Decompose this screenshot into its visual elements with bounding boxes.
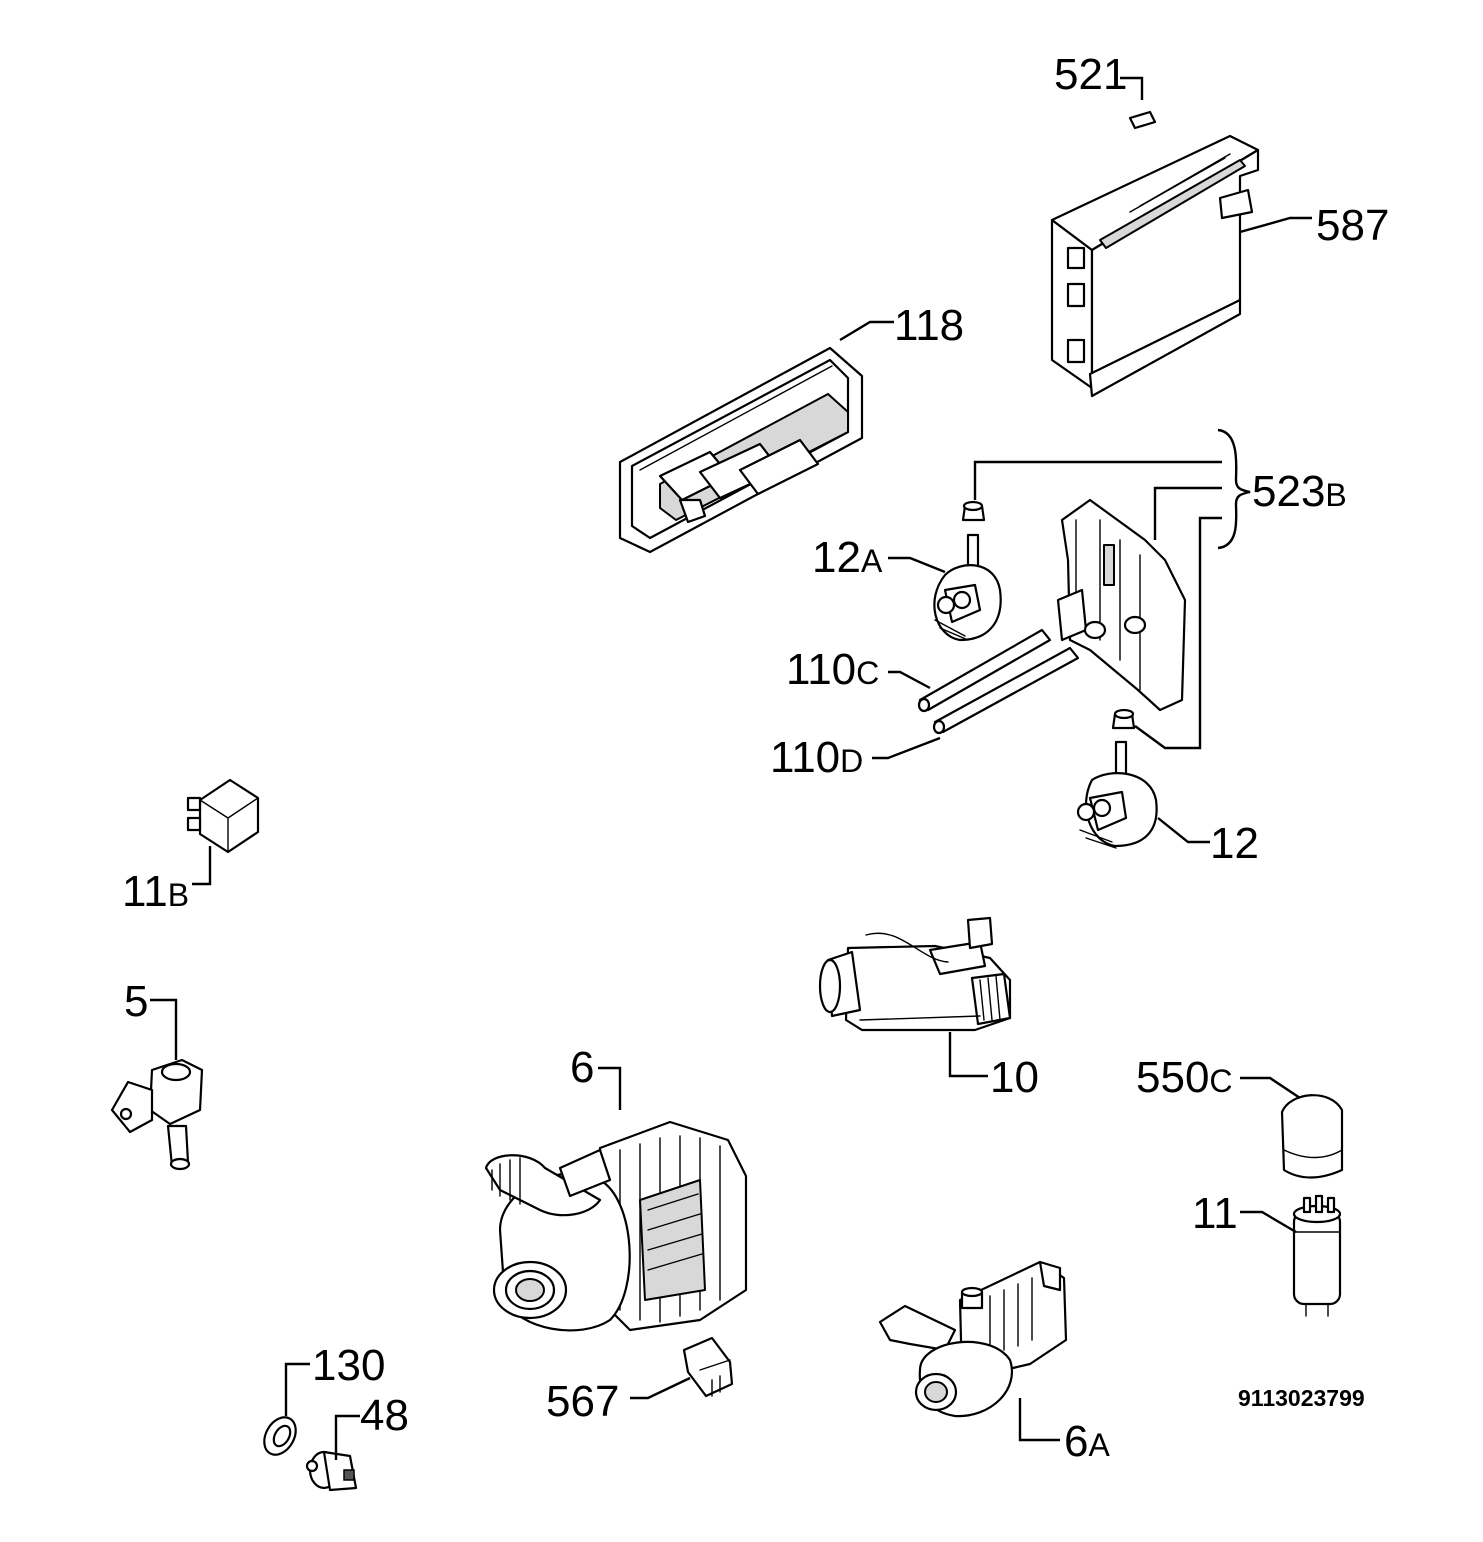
label-550c: 550C <box>1136 1053 1233 1102</box>
label-118: 118 <box>894 301 964 350</box>
part-523b-bracket-assembly: 523B <box>961 428 1347 750</box>
label-12a: 12A <box>812 533 883 582</box>
label-11b: 11B <box>122 867 189 916</box>
part-5-inlet-valve: 5 <box>110 977 204 1171</box>
label-12: 12 <box>1210 819 1259 868</box>
part-587-electronic-module: 587 <box>1050 134 1389 398</box>
part-110c-tube: 110C <box>786 628 1052 713</box>
part-12a-pressure-switch: 12A <box>812 533 1002 642</box>
part-12-pressure-switch: 12 <box>1076 740 1259 868</box>
part-550c-cap: 550C <box>1136 1053 1344 1179</box>
part-6a-drain-pump: 6A <box>878 1260 1110 1466</box>
part-10-heater: 10 <box>818 916 1039 1102</box>
label-130: 130 <box>312 1341 385 1390</box>
part-6-circulation-pump: 6 <box>484 1043 748 1332</box>
drawing-code: 9113023799 <box>1238 1385 1365 1411</box>
part-11b-relay: 11B <box>122 778 260 916</box>
part-110d-tube: 110D <box>770 646 1080 782</box>
part-521-clip: 521 <box>1054 50 1157 130</box>
label-5: 5 <box>124 977 148 1026</box>
label-110c: 110C <box>786 645 879 694</box>
label-523: 523B <box>1252 467 1347 516</box>
label-521: 521 <box>1054 50 1127 99</box>
part-567-clip: 567 <box>546 1336 734 1426</box>
part-118-dispenser: 118 <box>618 301 964 554</box>
label-587: 587 <box>1316 201 1389 250</box>
part-48-plug: 48 <box>305 1391 409 1492</box>
label-48: 48 <box>360 1391 409 1440</box>
part-11-capacitor: 11 <box>1192 1189 1342 1317</box>
label-6: 6 <box>570 1043 594 1092</box>
label-567: 567 <box>546 1377 619 1426</box>
label-10: 10 <box>990 1053 1039 1102</box>
part-130-seal-ring: 130 <box>263 1341 385 1456</box>
label-6a: 6A <box>1064 1417 1110 1466</box>
label-110d: 110D <box>770 733 863 782</box>
label-11: 11 <box>1192 1189 1238 1238</box>
